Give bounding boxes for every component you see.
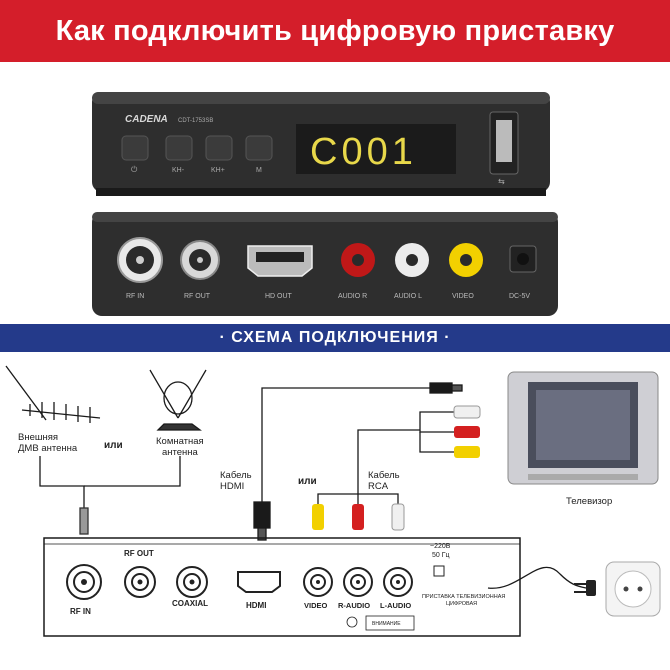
video-label: VIDEO	[452, 293, 474, 300]
rca-plug-yellow-icon	[454, 446, 480, 458]
page-title: Как подключить цифровую приставку	[0, 0, 670, 62]
hd-out-label: HD OUT	[265, 293, 293, 300]
dc-label: DC-5V	[509, 293, 530, 300]
scheme-title: · СХЕМА ПОДКЛЮЧЕНИЯ ·	[0, 324, 670, 352]
rca-plug-l-icon	[391, 503, 405, 531]
device-back-outline	[43, 537, 521, 637]
device-note: ПРИСТАВКА ТЕЛЕВИЗИОННАЯ ЦИФРОВАЯ	[422, 594, 507, 607]
rear-panel: RF IN RF OUT HD OUT AUDIO R AUDIO L VIDE…	[92, 212, 558, 316]
tv-icon	[507, 371, 659, 485]
outdoor-antenna-line2: ДМВ антенна	[18, 443, 78, 454]
or-label-antenna: или	[104, 440, 123, 451]
l-audio-connector	[383, 567, 413, 597]
outdoor-antenna-icon	[5, 365, 101, 423]
usb-icon: ⇆	[498, 177, 505, 186]
power-plug-icon	[574, 580, 596, 596]
power-label: ~220В 50 Гц	[430, 543, 452, 559]
rf-out-connector	[124, 566, 156, 598]
rf-out-diagram-label: RF OUT	[124, 549, 154, 558]
power-button[interactable]	[121, 135, 149, 161]
power-button-label: ⏻	[131, 165, 138, 174]
coaxial-label: COAXIAL	[172, 599, 208, 608]
rf-in-connector	[66, 564, 102, 600]
video-connector	[303, 567, 333, 597]
rf-out-label: RF OUT	[184, 293, 211, 300]
video-diagram-label: VIDEO	[304, 601, 328, 610]
connection-diagram: Внешняя ДМВ антенна или Комнатная антенн…	[0, 352, 670, 670]
audio-l-label: AUDIO L	[394, 293, 422, 300]
indoor-antenna-icon	[149, 369, 207, 431]
channel-down-label: KH-	[172, 167, 185, 174]
menu-label: M	[256, 167, 262, 174]
hdmi-cable-label: Кабель HDMI	[220, 470, 254, 492]
warning-label: ВНИМАНИЕ	[372, 621, 401, 627]
channel-up-label: KH+	[211, 167, 225, 174]
rca-plug-red-icon	[454, 426, 480, 438]
model-label: CDT-1753SB	[178, 118, 213, 124]
usb-port: ⇆	[489, 111, 519, 186]
outdoor-antenna-label: Внешняя ДМВ антенна	[18, 432, 78, 454]
tv-label: Телевизор	[566, 496, 612, 507]
rca-cable-label: Кабель RCA	[368, 470, 402, 492]
brand-logo: CADENA	[125, 114, 168, 125]
coaxial-connector	[176, 566, 208, 598]
wall-socket-icon	[605, 561, 661, 617]
rca-plug-white-icon	[453, 405, 481, 419]
indoor-antenna-label: Комнатная антенна	[156, 436, 206, 458]
led-display: C001	[310, 131, 417, 173]
r-audio-label: R-AUDIO	[338, 601, 370, 610]
rca-plug-video-icon	[312, 504, 324, 530]
device-photo: CADENA CDT-1753SB ⏻ KH- KH+ M C001	[0, 62, 670, 324]
outdoor-antenna-line1: Внешняя	[18, 432, 58, 443]
front-panel: CADENA CDT-1753SB ⏻ KH- KH+ M C001	[92, 92, 550, 196]
menu-button[interactable]	[245, 135, 273, 161]
or-label-cable: или	[298, 476, 317, 487]
l-audio-label: L-AUDIO	[380, 601, 411, 610]
hdmi-diagram-label: HDMI	[246, 601, 266, 610]
rf-in-diagram-label: RF IN	[70, 607, 91, 616]
hdmi-connector	[237, 571, 281, 593]
audio-r-label: AUDIO R	[338, 293, 367, 300]
channel-up-button[interactable]	[205, 135, 233, 161]
channel-down-button[interactable]	[165, 135, 193, 161]
r-audio-connector	[343, 567, 373, 597]
rca-plug-r-icon	[352, 504, 364, 530]
certification-mark-icon	[346, 616, 358, 628]
rf-in-label: RF IN	[126, 293, 144, 300]
